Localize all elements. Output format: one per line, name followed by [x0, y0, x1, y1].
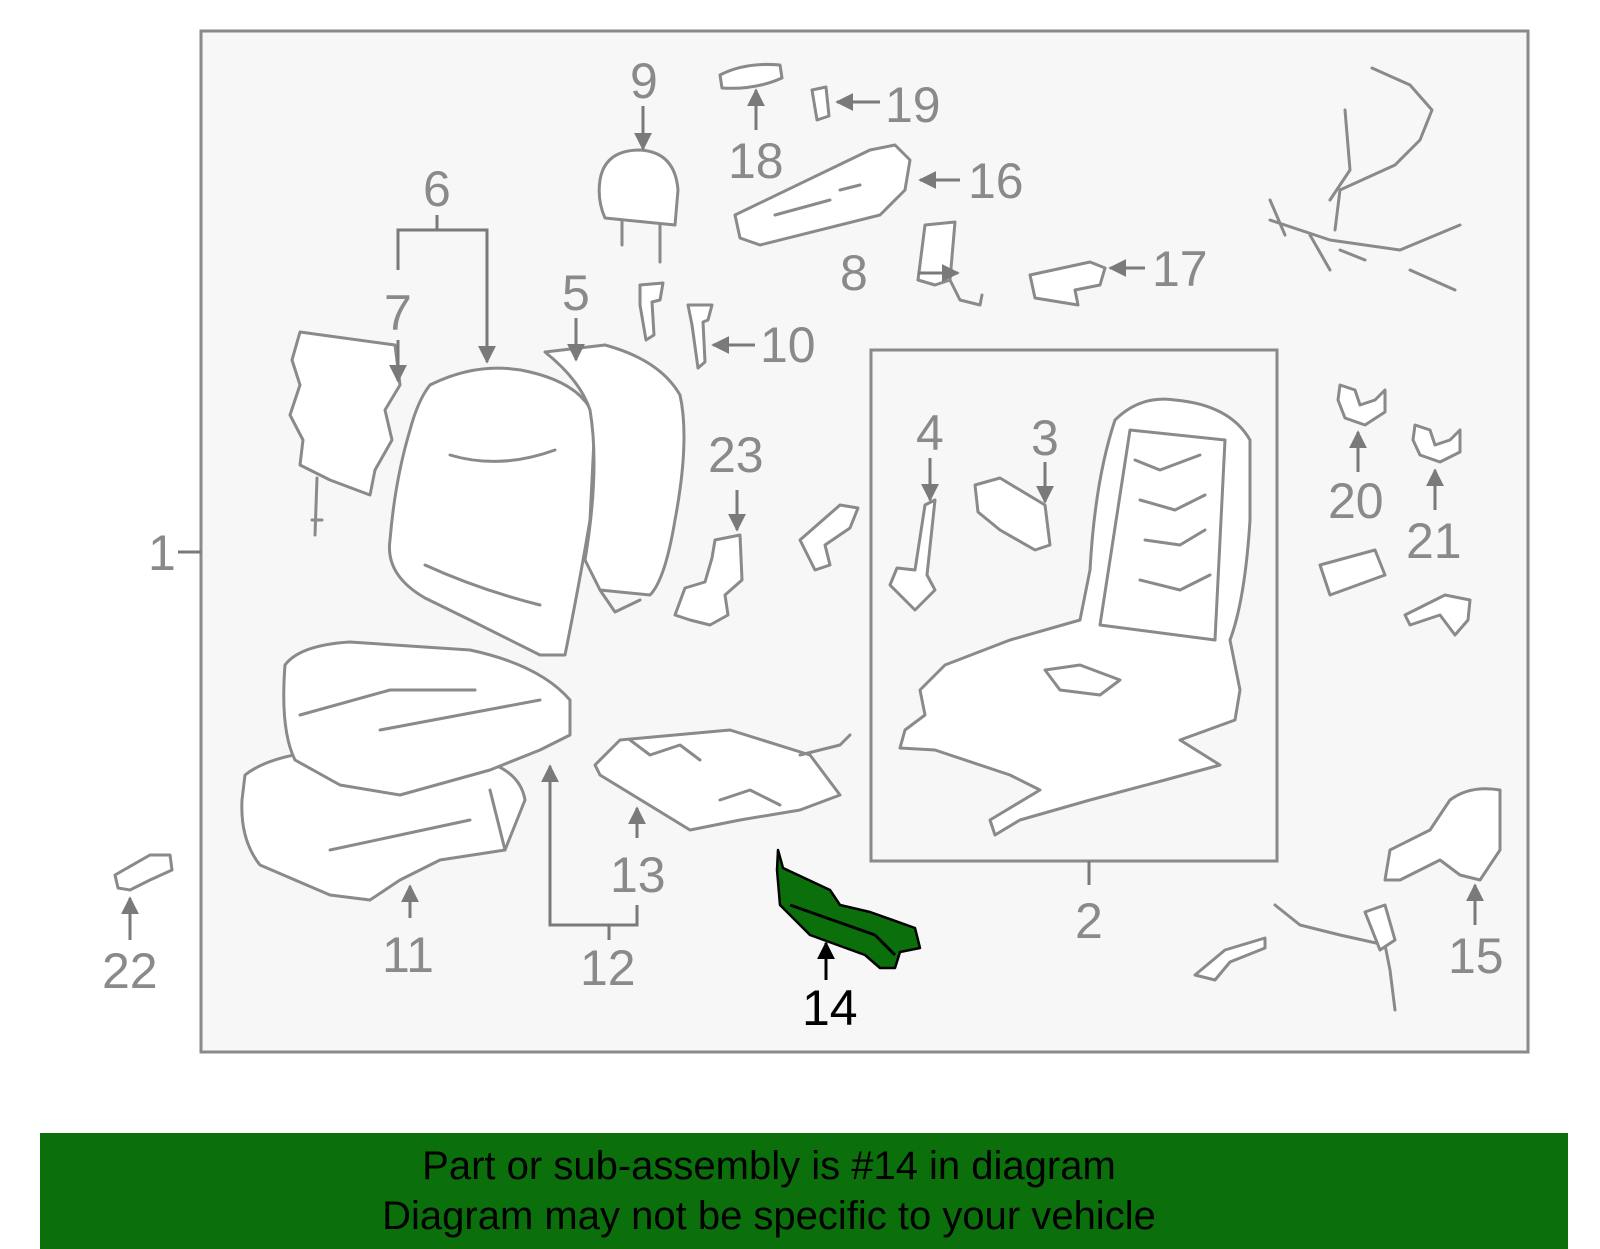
seat-belt-buckle-part [1383, 787, 1502, 882]
callout-22: 22 [102, 943, 158, 999]
callout-13: 13 [610, 847, 666, 903]
callout-20: 20 [1328, 473, 1384, 529]
callout-14-highlighted: 14 [802, 980, 858, 1036]
seat-frame-part [898, 397, 1252, 837]
hook-bracket-part [1403, 593, 1472, 637]
connector-part [1193, 936, 1267, 982]
seatback-cover-part [387, 366, 597, 657]
side-shield-part [733, 143, 912, 247]
callout-6: 6 [423, 161, 451, 217]
callout-7: 7 [384, 285, 412, 341]
callout-11: 11 [382, 927, 434, 983]
belt-anchor-part [1363, 903, 1397, 952]
headrest-support-part [686, 303, 714, 370]
callout-8: 8 [840, 245, 868, 301]
cushion-cover-part [282, 640, 572, 797]
hook-clip-part [113, 853, 174, 892]
callout-17: 17 [1152, 241, 1208, 297]
callout-3: 3 [1031, 410, 1059, 466]
side-bracket-part [1318, 548, 1387, 597]
seat-frame-group-box [869, 348, 1279, 863]
banner-line-2: Diagram may not be specific to your vehi… [382, 1194, 1156, 1238]
callout-4: 4 [916, 405, 944, 461]
callout-16: 16 [968, 153, 1024, 209]
seatback-board-part [288, 330, 402, 497]
seatback-pad-part [543, 343, 686, 597]
callout-15: 15 [1448, 928, 1504, 984]
lumbar-switch-part [916, 220, 957, 287]
callout-9: 9 [630, 53, 658, 109]
callout-10: 10 [760, 317, 816, 373]
callout-2: 2 [1075, 893, 1103, 949]
callout-21: 21 [1406, 513, 1462, 569]
info-banner: Part or sub-assembly is #14 in diagram D… [40, 1133, 1568, 1249]
clip-part [810, 85, 831, 122]
cover-clip-part-20 [1336, 383, 1387, 427]
headrest-guide-part [638, 281, 665, 342]
hinge-cover-part [798, 503, 860, 572]
part-14-highlighted[interactable] [775, 848, 922, 970]
recliner-motor-part [673, 533, 744, 627]
cover-clip-part-21 [1411, 423, 1462, 464]
switch-knob-part [718, 63, 784, 90]
buckle-wire-part [1273, 903, 1397, 1012]
callout-18: 18 [728, 133, 784, 189]
callout-1: 1 [148, 525, 176, 581]
callout-23: 23 [708, 427, 764, 483]
callout-19: 19 [885, 77, 941, 133]
bracket-part [1028, 260, 1107, 307]
cushion-pad-part [240, 748, 527, 902]
callout-12: 12 [580, 940, 636, 996]
banner-line-1: Part or sub-assembly is #14 in diagram [422, 1144, 1116, 1188]
actuator-part [973, 476, 1052, 552]
headrest-part [597, 148, 680, 227]
actuator-rod-part [888, 498, 937, 612]
wire-harness-part [1268, 66, 1462, 292]
callout-5: 5 [562, 265, 590, 321]
